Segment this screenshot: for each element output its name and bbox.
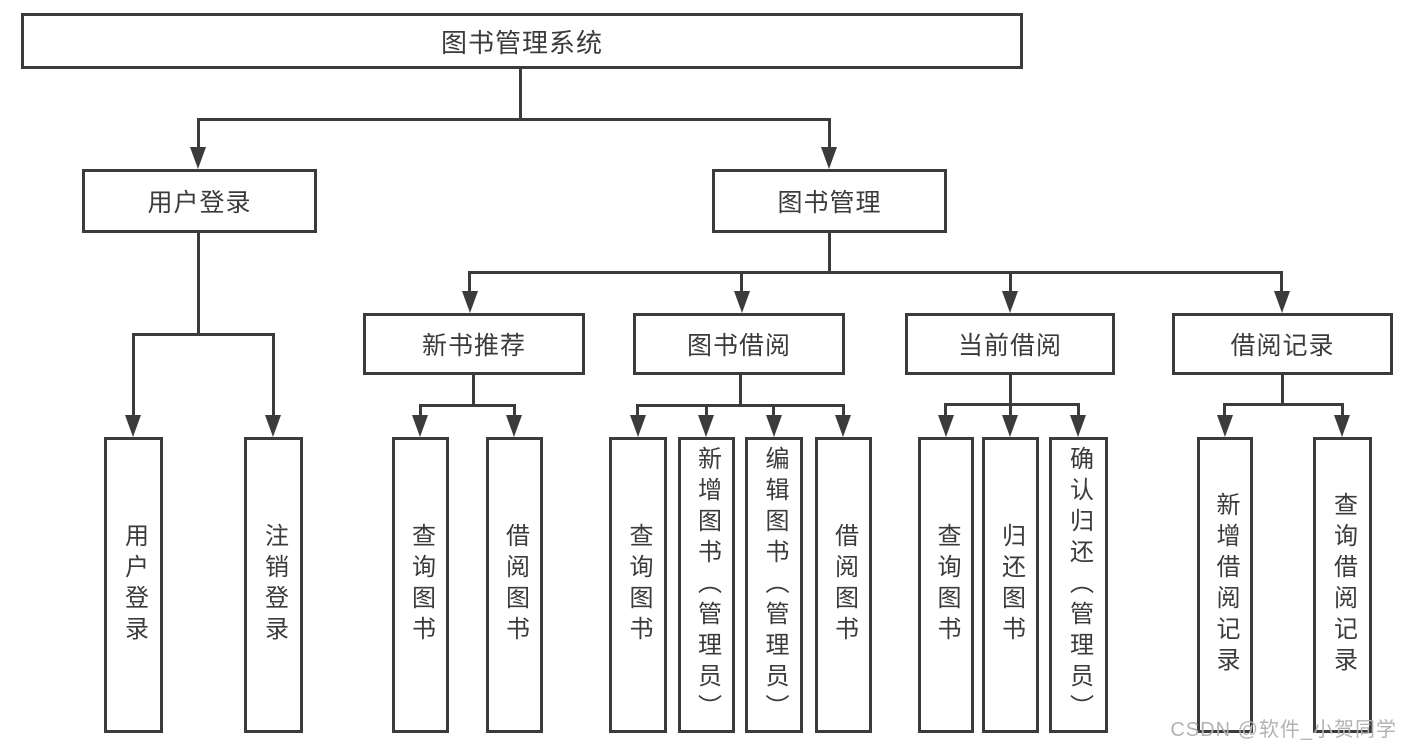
node-new-book-recommend: 新书推荐 [363, 313, 585, 375]
connector-line [772, 404, 775, 417]
connector-line [272, 333, 275, 417]
csdn-watermark: CSDN @软件_小贺同学 [1170, 719, 1397, 741]
leaf-user-login-label: 用户登录 [120, 523, 148, 647]
node-root-system: 图书管理系统 [21, 13, 1023, 69]
connector-line [944, 403, 1080, 406]
leaf-query-books-borrowing-label: 查询图书 [625, 523, 652, 647]
arrowhead-down-icon [630, 415, 646, 437]
leaf-confirm-return-admin-label: 确认归还（管理员） [1065, 445, 1093, 725]
connector-line [740, 271, 743, 293]
arrowhead-down-icon [698, 415, 714, 437]
arrowhead-down-icon [1002, 415, 1018, 437]
leaf-query-books-current: 查询图书 [918, 437, 974, 733]
connector-line [419, 404, 422, 417]
node-book-management: 图书管理 [712, 169, 947, 233]
leaf-query-books-recommend-label: 查询图书 [407, 523, 435, 647]
arrowhead-down-icon [412, 415, 428, 437]
leaf-borrow-books-recommend-label: 借阅图书 [501, 523, 529, 647]
arrowhead-down-icon [1070, 415, 1086, 437]
leaf-logout: 注销登录 [244, 437, 303, 733]
node-current-borrowing: 当前借阅 [905, 313, 1115, 375]
connector-line [519, 69, 522, 121]
connector-line [739, 375, 742, 407]
leaf-edit-books-admin-label: 编辑图书（管理员） [761, 445, 788, 725]
arrowhead-down-icon [835, 415, 851, 437]
arrowhead-down-icon [1217, 415, 1233, 437]
connector-line [1280, 271, 1283, 293]
connector-line [636, 404, 639, 417]
leaf-user-login: 用户登录 [104, 437, 163, 733]
arrowhead-down-icon [125, 415, 141, 437]
connector-line [468, 271, 471, 293]
node-book-borrowing: 图书借阅 [633, 313, 845, 375]
arrowhead-down-icon [821, 147, 837, 169]
leaf-add-borrow-record: 新增借阅记录 [1197, 437, 1253, 733]
connector-line [1223, 403, 1344, 406]
connector-line [197, 118, 200, 150]
arrowhead-down-icon [734, 291, 750, 313]
node-root-label: 图书管理系统 [440, 27, 603, 58]
leaf-add-books-admin: 新增图书（管理员） [678, 437, 735, 733]
leaf-query-books-current-label: 查询图书 [933, 523, 960, 647]
connector-line [1009, 271, 1012, 293]
connector-line [1341, 403, 1344, 417]
leaf-return-books: 归还图书 [982, 437, 1039, 733]
leaf-add-books-admin-label: 新增图书（管理员） [693, 445, 721, 725]
connector-line [132, 333, 135, 417]
connector-line [197, 118, 831, 121]
node-borrowing-records-label: 借阅记录 [1230, 332, 1335, 360]
connector-line [469, 271, 1283, 274]
node-borrowing-records: 借阅记录 [1172, 313, 1393, 375]
connector-line [197, 233, 200, 336]
arrowhead-down-icon [1334, 415, 1350, 437]
leaf-confirm-return-admin: 确认归还（管理员） [1049, 437, 1108, 733]
connector-line [132, 333, 275, 336]
connector-line [1223, 403, 1226, 417]
leaf-borrow-books-label: 借阅图书 [830, 523, 858, 647]
arrowhead-down-icon [462, 291, 478, 313]
node-new-book-recommend-label: 新书推荐 [421, 332, 526, 360]
node-user-login: 用户登录 [82, 169, 317, 233]
connector-line [1281, 375, 1284, 406]
leaf-query-borrow-record-label: 查询借阅记录 [1329, 492, 1357, 678]
arrowhead-down-icon [265, 415, 281, 437]
connector-line [513, 404, 516, 417]
connector-line [705, 404, 708, 417]
connector-line [419, 404, 516, 407]
connector-line [828, 118, 831, 150]
leaf-query-books-recommend: 查询图书 [392, 437, 449, 733]
connector-line [1077, 403, 1080, 417]
node-current-borrowing-label: 当前借阅 [957, 332, 1062, 360]
node-user-login-label: 用户登录 [147, 189, 252, 217]
leaf-logout-label: 注销登录 [260, 523, 288, 647]
connector-line [842, 404, 845, 417]
node-book-borrowing-label: 图书借阅 [686, 332, 791, 360]
connector-line [472, 375, 475, 407]
leaf-borrow-books: 借阅图书 [815, 437, 872, 733]
arrowhead-down-icon [190, 147, 206, 169]
connector-line [1009, 375, 1012, 406]
connector-line [636, 404, 844, 407]
leaf-add-borrow-record-label: 新增借阅记录 [1212, 492, 1239, 678]
leaf-edit-books-admin: 编辑图书（管理员） [745, 437, 803, 733]
arrowhead-down-icon [506, 415, 522, 437]
arrowhead-down-icon [766, 415, 782, 437]
arrowhead-down-icon [1274, 291, 1290, 313]
leaf-query-borrow-record: 查询借阅记录 [1313, 437, 1372, 733]
leaf-query-books-borrowing: 查询图书 [609, 437, 667, 733]
leaf-borrow-books-recommend: 借阅图书 [486, 437, 543, 733]
connector-line [944, 403, 947, 417]
connector-line [828, 233, 831, 274]
leaf-return-books-label: 归还图书 [997, 523, 1025, 647]
arrowhead-down-icon [1002, 291, 1018, 313]
node-book-management-label: 图书管理 [777, 189, 882, 217]
arrowhead-down-icon [938, 415, 954, 437]
connector-line [1009, 403, 1012, 417]
